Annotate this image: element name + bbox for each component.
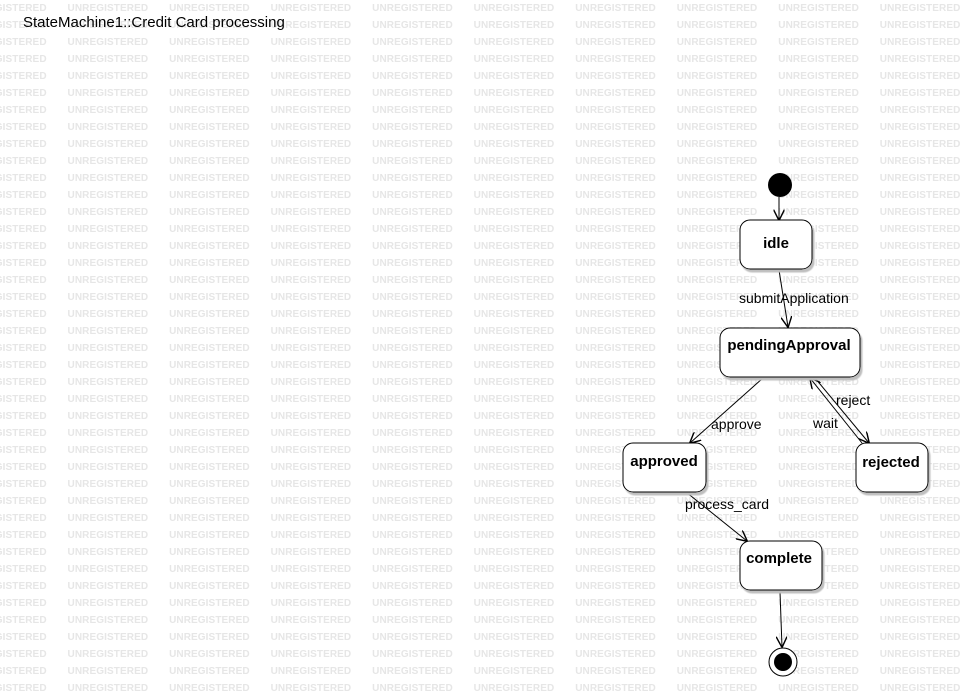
transition-process-label: process_card	[685, 496, 769, 512]
transition-wait-label: wait	[812, 415, 838, 431]
transition-final[interactable]	[780, 591, 782, 647]
transition-reject-label: reject	[836, 392, 870, 408]
state-rejected-label: rejected	[862, 454, 920, 471]
state-idle[interactable]: idle	[739, 219, 813, 270]
state-pending-approval[interactable]: pendingApproval	[719, 327, 861, 378]
transition-approve-label: approve	[711, 416, 762, 432]
diagram-title: StateMachine1::Credit Card processing	[23, 14, 285, 31]
transition-submit-label: submitApplication	[739, 290, 849, 306]
state-pending-approval-label: pendingApproval	[727, 337, 850, 354]
transition-submit-application[interactable]: submitApplication	[739, 269, 849, 327]
transition-reject[interactable]: reject	[814, 377, 870, 443]
transition-wait[interactable]: wait	[810, 378, 863, 444]
transition-process-card[interactable]: process_card	[685, 491, 769, 541]
final-state[interactable]	[768, 647, 798, 677]
state-approved-label: approved	[630, 453, 698, 470]
state-approved[interactable]: approved	[622, 442, 707, 493]
initial-state-dot[interactable]	[768, 173, 792, 197]
state-complete-label: complete	[746, 550, 812, 567]
transition-approve[interactable]: approve	[690, 377, 764, 443]
state-rejected[interactable]: rejected	[855, 442, 929, 493]
state-idle-label: idle	[763, 235, 789, 252]
state-complete[interactable]: complete	[739, 540, 823, 591]
